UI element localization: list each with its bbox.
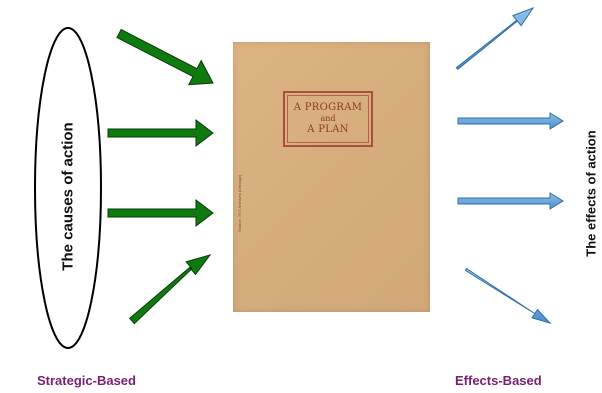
- blue-arrow-2: [457, 112, 564, 130]
- booklet-title-line2: and: [320, 114, 336, 123]
- causes-ellipse: [34, 27, 102, 349]
- green-arrow-3: [107, 198, 214, 228]
- booklet-title-line3: A PLAN: [307, 124, 349, 135]
- booklet-title-box: A PROGRAM and A PLAN: [283, 91, 373, 147]
- causes-label: The causes of action: [59, 122, 77, 271]
- booklet-source-note: Source: TNT Archives (Chicago): [237, 174, 242, 232]
- green-arrow-1: [116, 28, 214, 86]
- blue-arrow-3: [457, 192, 564, 210]
- blue-arrow-4: [464, 267, 552, 324]
- blue-arrow-1: [455, 6, 535, 70]
- booklet-cover-image: A PROGRAM and A PLAN Source: TNT Archive…: [233, 42, 430, 312]
- effects-based-label: Effects-Based: [455, 373, 542, 388]
- green-arrow-2: [107, 118, 214, 148]
- green-arrow-4: [128, 254, 212, 325]
- effects-label-vertical: The effects of action: [583, 130, 599, 257]
- booklet-title-line1: A PROGRAM: [293, 101, 363, 113]
- strategic-based-label: Strategic-Based: [37, 373, 136, 388]
